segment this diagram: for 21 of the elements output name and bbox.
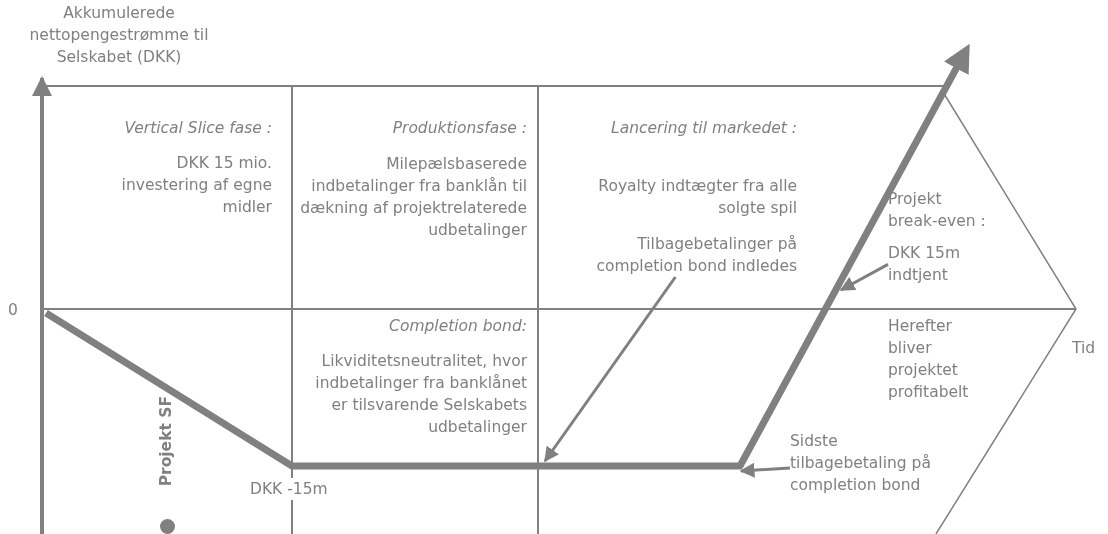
phase-description: DKK 15 mio. investering af egne midler [120,153,272,218]
axis-tick-label: 0 [8,300,19,321]
note: Herefter bliver projektet profitabelt [888,316,970,403]
phase-heading: Completion bond: [388,316,527,337]
phase-heading: Produktionsfase : [391,118,527,139]
note: DKK 15m indtjent [888,243,961,286]
value-label: DKK -15m [250,478,328,500]
phase-heading: Vertical Slice fase : [123,118,272,139]
phase-heading: Lancering til markedet : [610,118,797,139]
note: Tilbagebetalinger på completion bond indledes [595,234,797,277]
note: Sidste tilbagebetaling på completion bond [790,431,932,496]
axis-label: Tid [1072,338,1097,359]
note-heading: Projekt break-even : [888,189,987,232]
leader-arrow [739,462,791,478]
leader-arrow [543,276,677,463]
leader-arrow [839,263,889,292]
phase-description: Likviditetsneutralitet, hvor indbetalinger fra banklånet er tilsvarende Selskabets udbetalinger [314,351,527,438]
phase-description: Royalty indtægter fra alle solgte spil [597,176,797,219]
phase-description: Milepælsbaserede indbetalinger fra banklån til dækning af projektrelaterede udbetalinger [299,154,527,241]
legend-label: Projekt SF [156,396,176,489]
axis-title: Akkumulerede nettopengestrømme til Selskabet (DKK) [28,3,210,68]
